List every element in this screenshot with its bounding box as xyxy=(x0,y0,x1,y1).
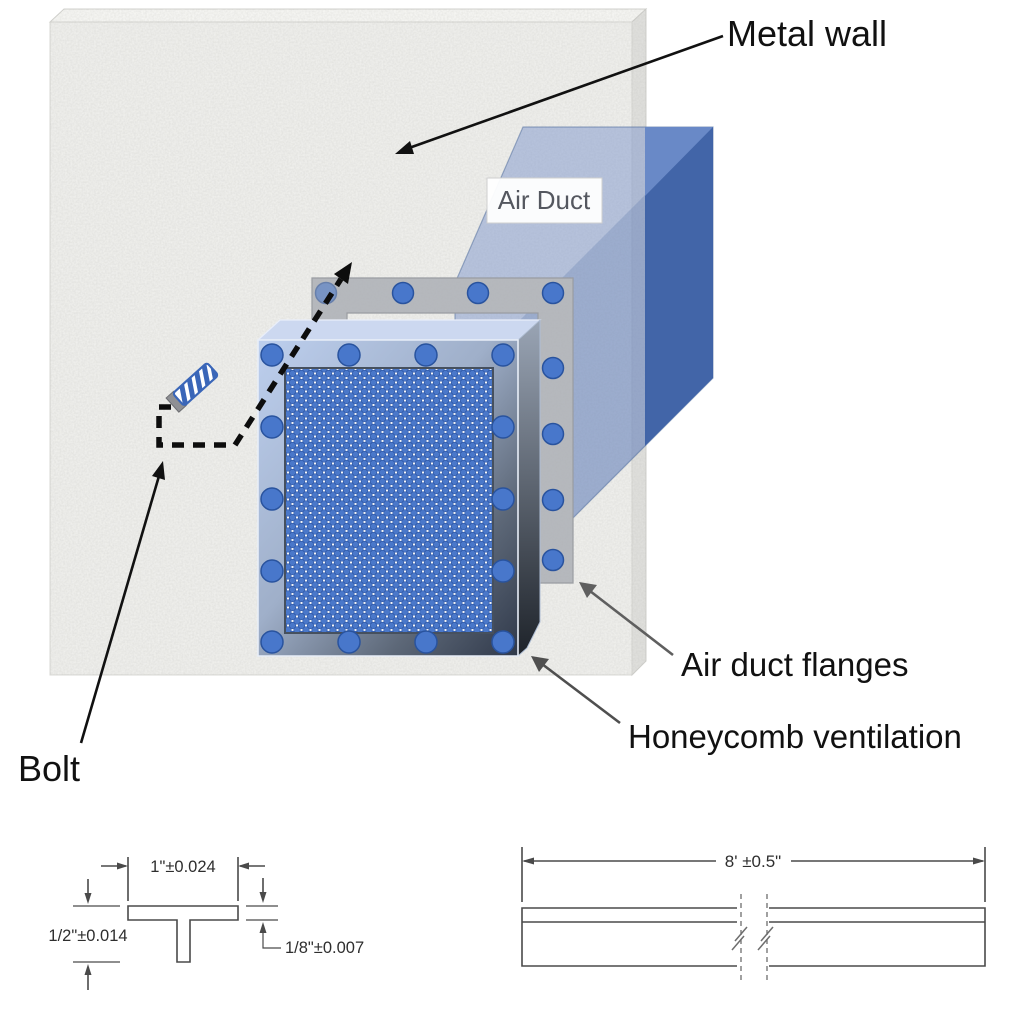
t-width-dim: 1"±0.024 xyxy=(150,858,215,876)
t-thickness-dim: 1/8"±0.007 xyxy=(285,939,364,957)
t-section-drawing: 1"±0.024 1/2"±0.014 1/8"±0.007 xyxy=(48,857,364,990)
honeycomb-arrow xyxy=(541,662,621,725)
air-duct-flanges-arrowhead xyxy=(579,582,597,598)
air-duct-flanges-label: Air duct flanges xyxy=(681,646,908,683)
bar-left-piece xyxy=(521,907,737,967)
honeycomb-arrowhead xyxy=(531,656,549,672)
bolt-graphic xyxy=(165,362,219,413)
bolt-arrow xyxy=(79,475,161,744)
metal-wall-arrow xyxy=(408,34,724,150)
metal-wall-label: Metal wall xyxy=(727,13,887,54)
bolt-path-arrowhead xyxy=(334,262,352,284)
bolt-arrowhead xyxy=(152,461,165,480)
air-duct-top-corner xyxy=(645,127,713,196)
t-section-profile xyxy=(127,905,239,963)
air-duct-right-face xyxy=(645,127,713,446)
bar-right-piece xyxy=(769,907,986,967)
panel-top-bevel xyxy=(256,319,542,341)
panel-bolt-heads xyxy=(260,343,515,654)
callouts: Metal wall Bolt Air duct flanges Honeyco… xyxy=(18,13,962,789)
honeycomb-label: Honeycomb ventilation xyxy=(628,718,962,755)
honeycomb-panel xyxy=(256,318,542,658)
panel-right-bevel xyxy=(517,318,541,658)
t-height-dim: 1/2"±0.014 xyxy=(48,927,127,945)
air-duct-flanges-arrow xyxy=(589,589,674,657)
air-duct-label-plate: Air Duct xyxy=(486,177,603,224)
bar-drawing: 8' ±0.5" xyxy=(521,847,986,980)
break-lines xyxy=(731,894,774,980)
bolt-path-dashed xyxy=(156,277,344,448)
bar-length-dim: 8' ±0.5" xyxy=(725,852,781,871)
metal-wall-arrowhead xyxy=(395,141,414,154)
bolt-assembly xyxy=(156,262,352,448)
bolt-label: Bolt xyxy=(18,748,80,789)
honeycomb-mesh xyxy=(284,367,494,634)
air-duct-label: Air Duct xyxy=(498,185,591,215)
